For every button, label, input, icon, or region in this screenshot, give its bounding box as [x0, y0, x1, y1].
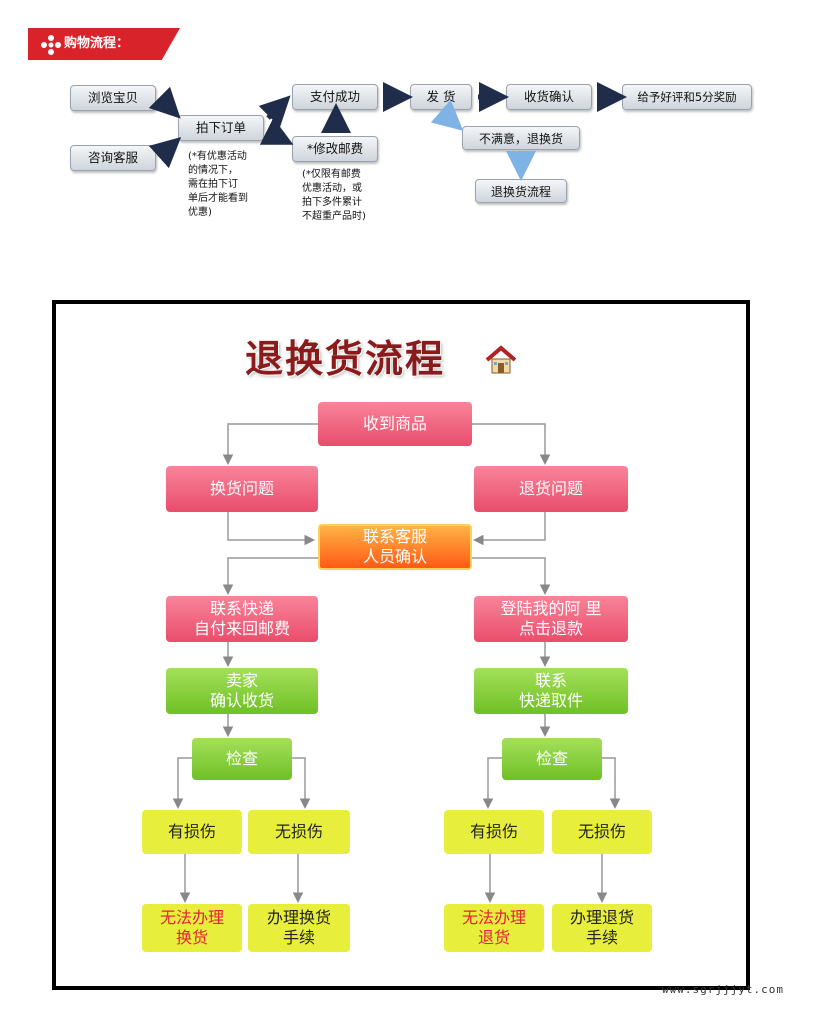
- order-note: (*有优惠活动 的情况下， 需在拍下订 单后才能看到 优惠): [188, 151, 248, 218]
- arrow-order-postage: [259, 117, 294, 145]
- node-do-return: 办理退货 手续: [552, 904, 652, 952]
- return-flow-frame: [52, 300, 750, 990]
- node-receive: 收到商品: [318, 402, 472, 446]
- node-cannot-return: 无法办理 退货: [444, 904, 544, 952]
- node-check-right: 检查: [502, 738, 602, 780]
- conn-check-undamaged-l: [292, 757, 311, 809]
- node-damaged-left: 有损伤: [142, 810, 242, 854]
- postage-note: (*仅限有邮费 优惠活动，或 拍下多件累计 不超重产品时): [302, 169, 366, 222]
- step-modify-postage: *修改邮费: [292, 136, 378, 162]
- node-contact-courier-pickup: 联系 快递取件: [474, 668, 628, 714]
- house-icon: [485, 345, 517, 374]
- step-unsatisfied: 不满意，退换货: [462, 126, 580, 150]
- node-contact-courier-self: 联系快递 自付来回邮费: [166, 596, 318, 642]
- node-login-ali: 登陆我的阿 里 点击退款: [474, 596, 628, 642]
- node-exchange-issue: 换货问题: [166, 466, 318, 512]
- step-confirm: 收货确认: [506, 84, 592, 110]
- arrow-browse-order: [148, 86, 181, 119]
- watermark: www.sgrjjjyt.com: [662, 983, 784, 996]
- arrow-consult-order: [148, 136, 182, 169]
- node-do-exchange: 办理换货 手续: [248, 904, 350, 952]
- node-check-left: 检查: [192, 738, 292, 780]
- node-undamaged-left: 无损伤: [248, 810, 350, 854]
- node-undamaged-right: 无损伤: [552, 810, 652, 854]
- shopping-flow-banner: 购物流程：: [28, 28, 180, 60]
- conn-exchange-cs: [227, 512, 315, 546]
- conn-check-undamaged-r: [602, 757, 621, 809]
- arrow-order-pay: [258, 95, 291, 128]
- diamond-dots-icon: [41, 35, 61, 55]
- step-consult: 咨询客服: [70, 145, 156, 171]
- arrow-ship-unsatisfied: [430, 99, 464, 131]
- conn-cs-courier-self: [222, 557, 318, 595]
- node-contact-cs: 联系客服 人员确认: [318, 524, 472, 570]
- top-flow-arrows: [148, 82, 627, 181]
- node-return-issue: 退货问题: [474, 466, 628, 512]
- conn-check-damaged-r: [482, 757, 502, 809]
- node-seller-confirm: 卖家 确认收货: [166, 668, 318, 714]
- conn-cs-login: [472, 557, 551, 595]
- conn-receive-return: [472, 423, 551, 465]
- step-review: 给予好评和5分奖励: [622, 84, 752, 110]
- conn-return-cs: [473, 512, 546, 546]
- conn-receive-exchange: [222, 423, 318, 465]
- step-order: 拍下订单: [178, 115, 264, 141]
- node-damaged-right: 有损伤: [444, 810, 544, 854]
- node-cannot-exchange: 无法办理 换货: [142, 904, 242, 952]
- return-flow-title: 退换货流程: [245, 336, 446, 381]
- conn-check-damaged-l: [172, 757, 192, 809]
